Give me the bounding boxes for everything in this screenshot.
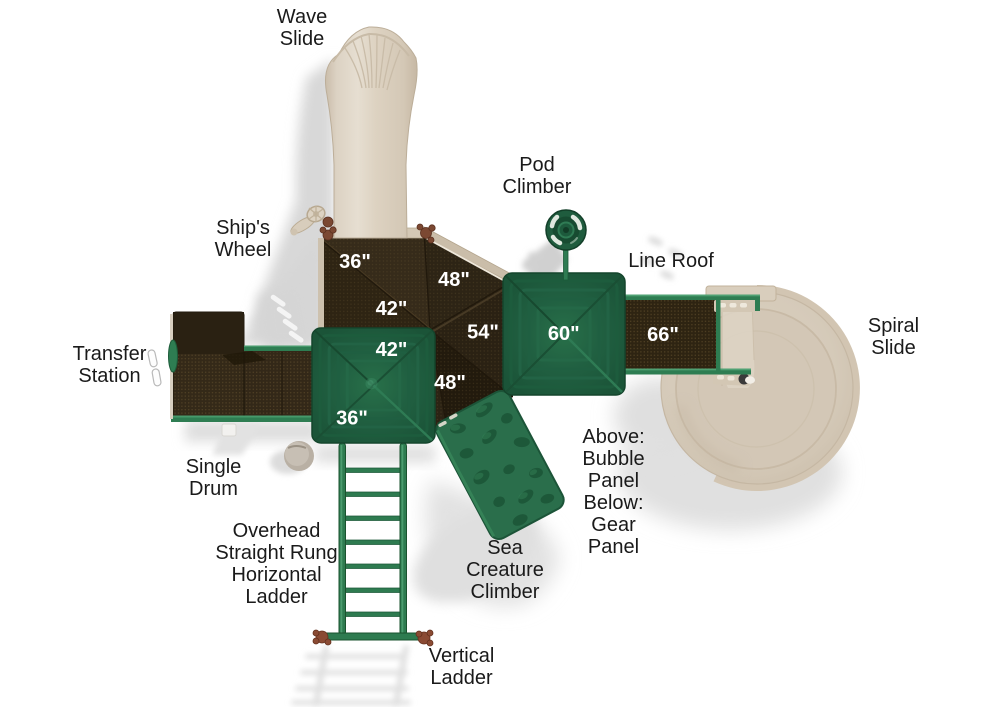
svg-text:42": 42"	[376, 339, 408, 361]
svg-text:42": 42"	[376, 298, 408, 320]
svg-text:36": 36"	[336, 407, 368, 429]
svg-text:60": 60"	[548, 323, 580, 345]
svg-text:36": 36"	[339, 251, 371, 273]
svg-text:48": 48"	[438, 269, 470, 291]
svg-text:54": 54"	[467, 322, 499, 344]
svg-text:48": 48"	[434, 372, 466, 394]
svg-text:66": 66"	[647, 324, 679, 346]
